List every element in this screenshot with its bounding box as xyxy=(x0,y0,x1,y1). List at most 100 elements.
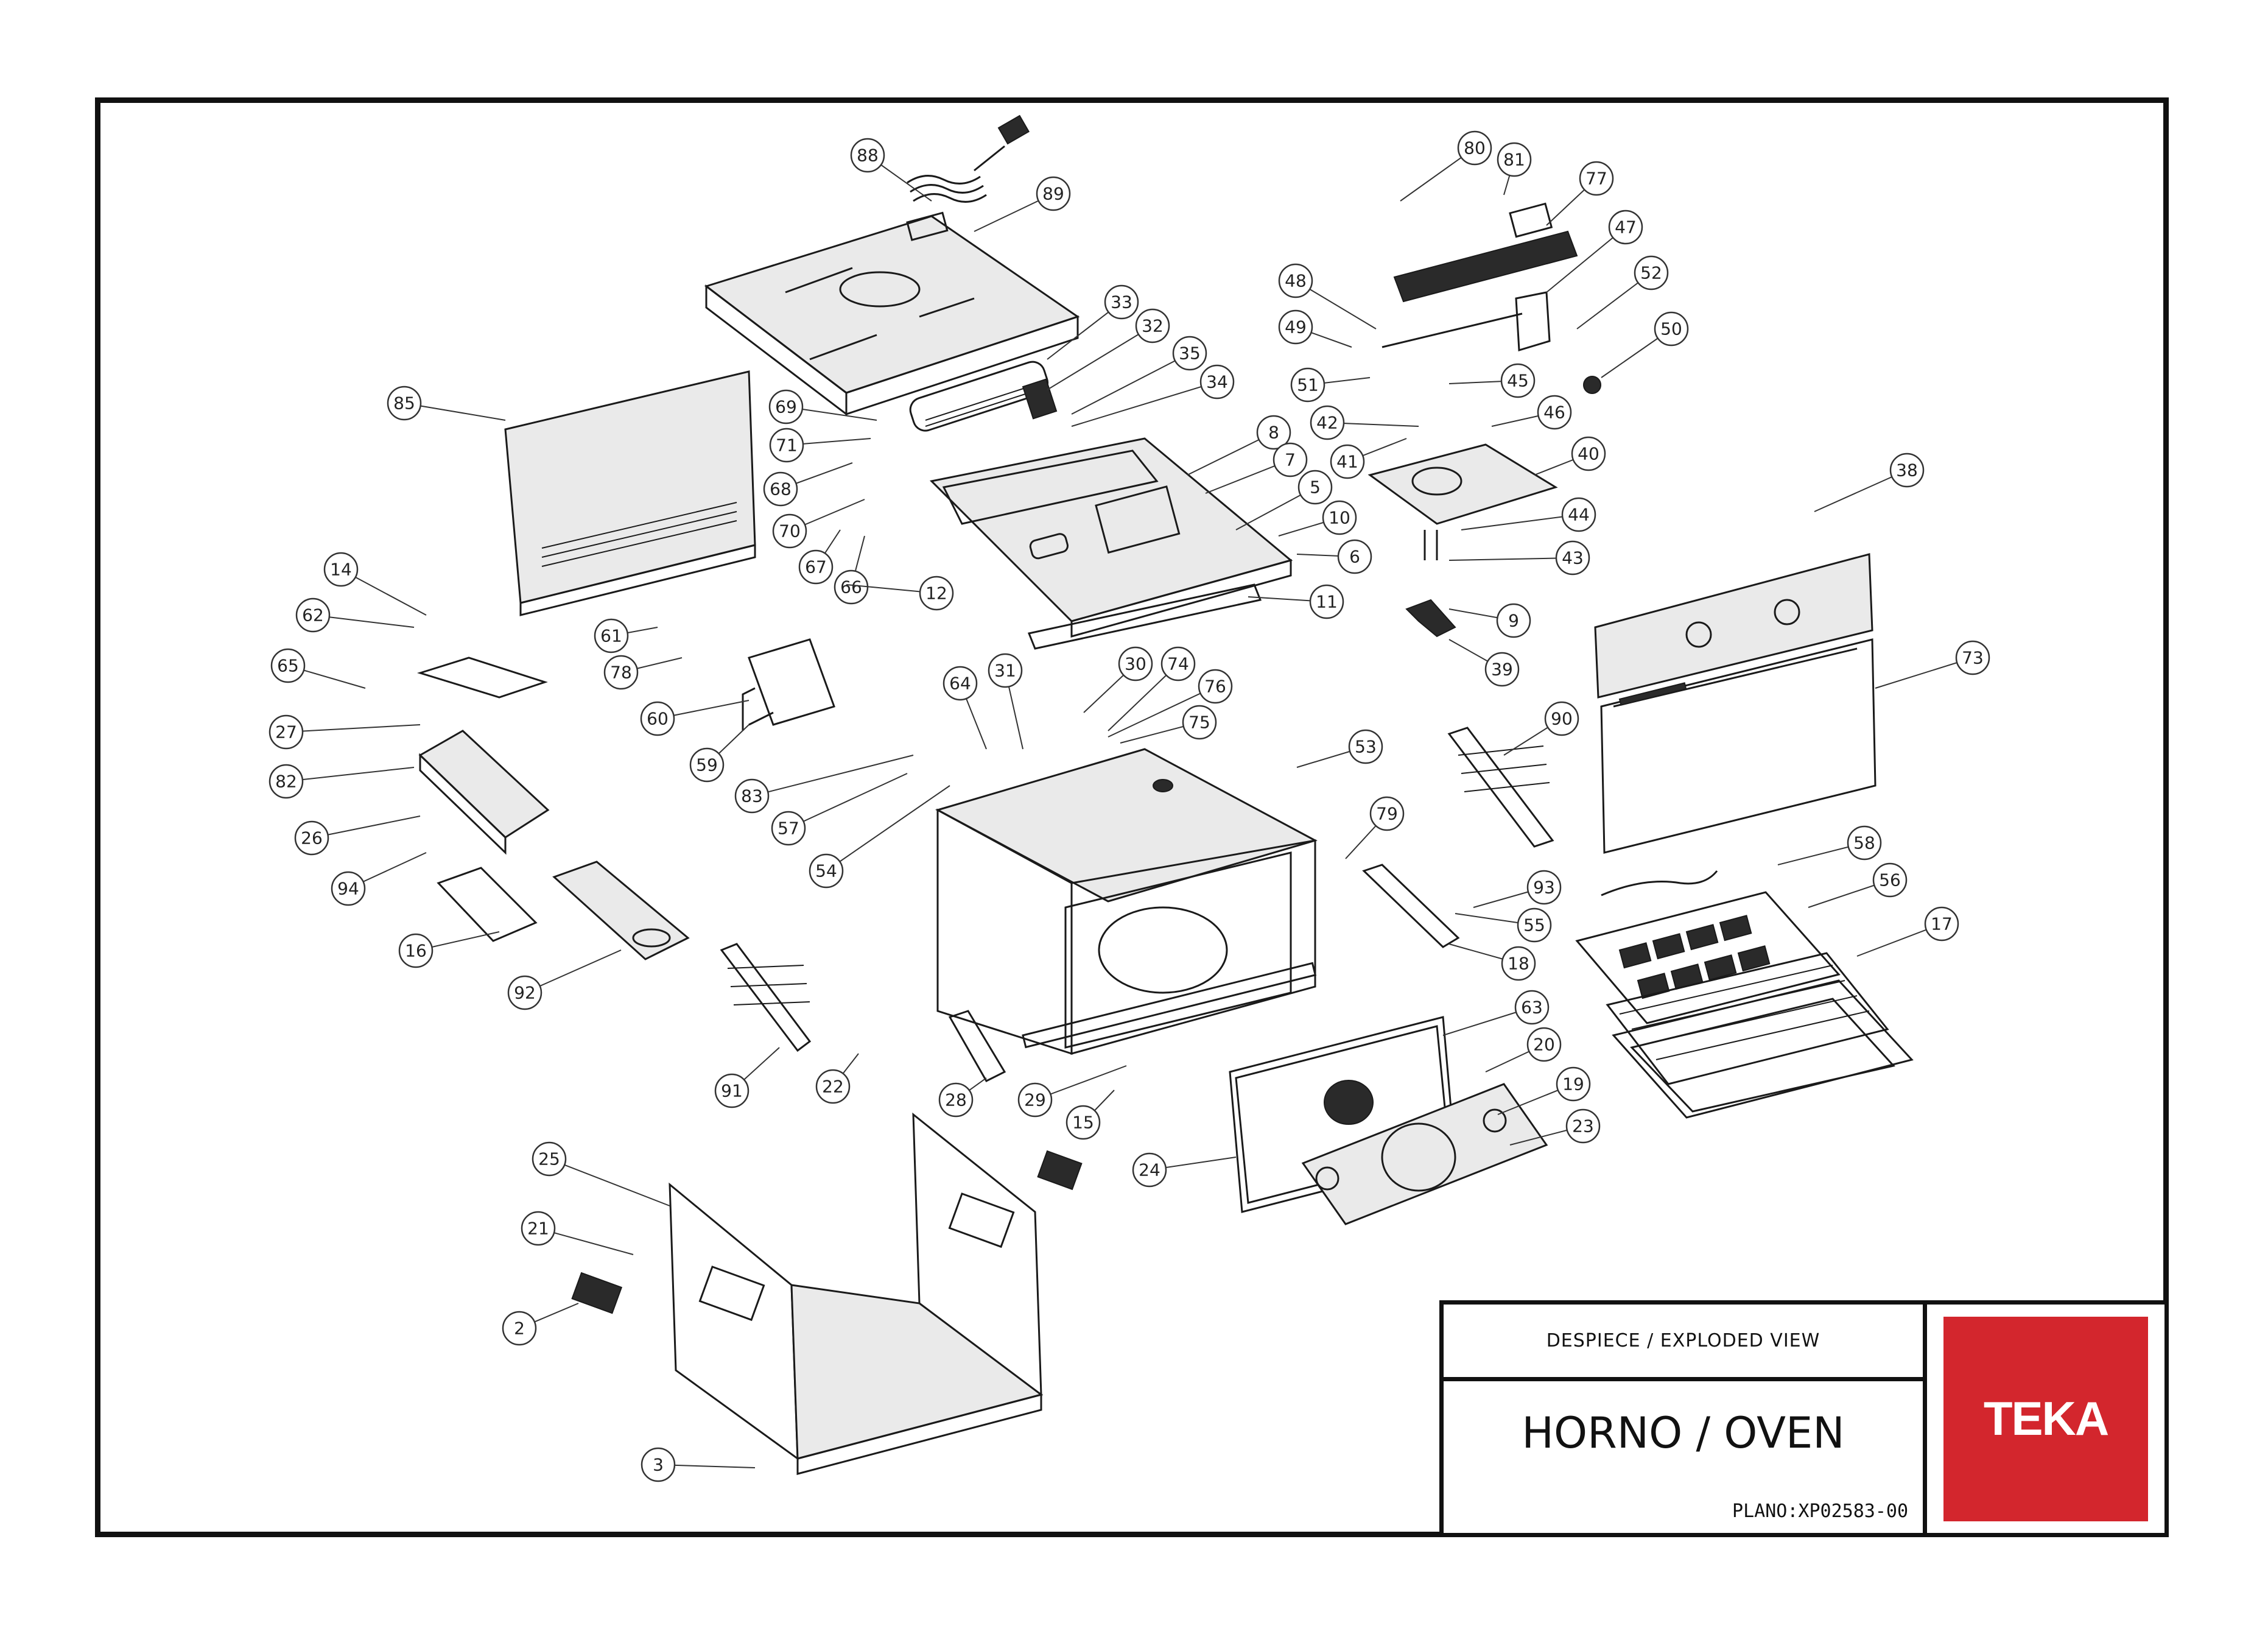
callout-circle xyxy=(1924,906,1959,942)
callout-label: 25 xyxy=(538,1149,560,1169)
callout-label: 69 xyxy=(775,397,797,417)
callout-label: 71 xyxy=(776,435,798,456)
callout-circle xyxy=(809,853,844,889)
callout-circle xyxy=(1544,701,1579,736)
fan-element-88 xyxy=(907,114,1030,203)
trays-and-racks xyxy=(1575,870,1914,1119)
callout-circle xyxy=(1290,367,1325,403)
callout-circle xyxy=(1297,470,1333,505)
bracket-38 xyxy=(1405,599,1456,638)
callout-circle xyxy=(1310,405,1345,440)
drawing-title: HORNO / OVEN xyxy=(1522,1408,1845,1458)
callout-leader xyxy=(1461,514,1579,530)
callout-label: 51 xyxy=(1297,375,1319,395)
title-block-text-area: DESPIECE / EXPLODED VIEW HORNO / OVEN PL… xyxy=(1444,1305,1927,1533)
callout-circle xyxy=(502,1311,537,1346)
callout-circle xyxy=(734,778,770,814)
callout-leader xyxy=(751,755,914,797)
callout-label: 59 xyxy=(696,755,718,775)
callout-label: 70 xyxy=(779,521,801,541)
callout-circle xyxy=(294,820,329,856)
callout-circle xyxy=(798,549,834,585)
back-panel xyxy=(504,370,756,616)
callout-label: 7 xyxy=(1285,450,1296,470)
callout-label: 33 xyxy=(1111,292,1132,312)
callout-leader xyxy=(286,767,415,782)
callout-circle xyxy=(1526,1027,1562,1062)
callout-circle xyxy=(1654,311,1689,347)
callout-label: 22 xyxy=(822,1077,844,1097)
callout-leader xyxy=(549,1158,670,1206)
callout-circle xyxy=(1457,130,1492,166)
callout-label: 38 xyxy=(1896,460,1918,481)
drawing-subtitle: DESPIECE / EXPLODED VIEW xyxy=(1546,1330,1820,1351)
callout-circle xyxy=(507,975,542,1010)
callout-circle xyxy=(1889,453,1925,488)
callout-circle xyxy=(1565,1108,1601,1144)
callout-circle xyxy=(938,1082,974,1118)
callout-leader xyxy=(1071,353,1190,415)
callout-label: 77 xyxy=(1585,169,1607,189)
oven-cavity xyxy=(935,748,1318,1055)
callout-label: 60 xyxy=(647,709,669,729)
callout-circle xyxy=(1579,161,1614,196)
callout-label: 64 xyxy=(949,674,971,694)
logo-red-square: TEKA xyxy=(1943,1316,2148,1521)
callout-label: 34 xyxy=(1206,372,1228,392)
callout-circle xyxy=(323,552,359,587)
callout-label: 14 xyxy=(330,560,352,580)
callout-label: 74 xyxy=(1167,654,1189,674)
callout-circle xyxy=(769,428,804,463)
callout-leader xyxy=(286,724,421,733)
logo-text: TEKA xyxy=(1983,1392,2109,1445)
callout-label: 45 xyxy=(1507,371,1529,391)
callout-label: 2 xyxy=(514,1319,525,1339)
callout-label: 24 xyxy=(1139,1160,1160,1180)
callout-circle xyxy=(603,655,639,690)
callout-circle xyxy=(1514,990,1550,1025)
callout-circle xyxy=(1132,1152,1167,1188)
callout-circle xyxy=(1198,669,1233,704)
callout-label: 9 xyxy=(1508,611,1519,631)
callout-circle xyxy=(295,597,331,633)
callout-circle xyxy=(1322,500,1357,535)
callout-label: 16 xyxy=(405,941,427,961)
callout-circle xyxy=(331,871,366,906)
callout-label: 75 xyxy=(1188,713,1210,733)
callout-label: 68 xyxy=(770,479,792,499)
callout-label: 66 xyxy=(840,577,862,597)
callout-label: 40 xyxy=(1578,444,1599,464)
callout-label: 91 xyxy=(721,1081,743,1101)
callout-circle xyxy=(850,138,885,173)
title-block: DESPIECE / EXPLODED VIEW HORNO / OVEN PL… xyxy=(1439,1300,2169,1537)
callout-circle xyxy=(1118,646,1153,681)
callout-label: 55 xyxy=(1523,915,1545,935)
drawing-frame xyxy=(95,97,2169,1537)
shelf-guides xyxy=(720,727,1554,1082)
callout-label: 8 xyxy=(1268,423,1279,443)
callout-label: 81 xyxy=(1503,150,1525,170)
callout-circle xyxy=(1872,862,1908,898)
callout-circle xyxy=(771,811,806,846)
callout-label: 44 xyxy=(1568,505,1590,525)
callout-label: 78 xyxy=(610,663,632,683)
callout-label: 50 xyxy=(1660,319,1682,339)
callout-circle xyxy=(270,648,306,683)
callout-label: 73 xyxy=(1962,648,1984,668)
callout-circle xyxy=(689,747,725,783)
callout-circle xyxy=(1608,210,1643,245)
subtitle-row: DESPIECE / EXPLODED VIEW xyxy=(1444,1305,1923,1381)
callout-circle xyxy=(641,1447,676,1482)
callout-circle xyxy=(1537,395,1572,430)
callout-label: 80 xyxy=(1464,138,1486,158)
callout-circle xyxy=(398,933,434,968)
callout-label: 3 xyxy=(653,1455,664,1475)
callout-circle xyxy=(763,471,798,507)
callout-leader xyxy=(788,773,908,829)
callout-label: 67 xyxy=(805,557,827,577)
callout-leader xyxy=(1071,381,1218,427)
callout-circle xyxy=(943,666,978,701)
callout-circle xyxy=(594,618,629,653)
callout-label: 82 xyxy=(275,772,297,792)
callout-label: 53 xyxy=(1355,737,1377,757)
